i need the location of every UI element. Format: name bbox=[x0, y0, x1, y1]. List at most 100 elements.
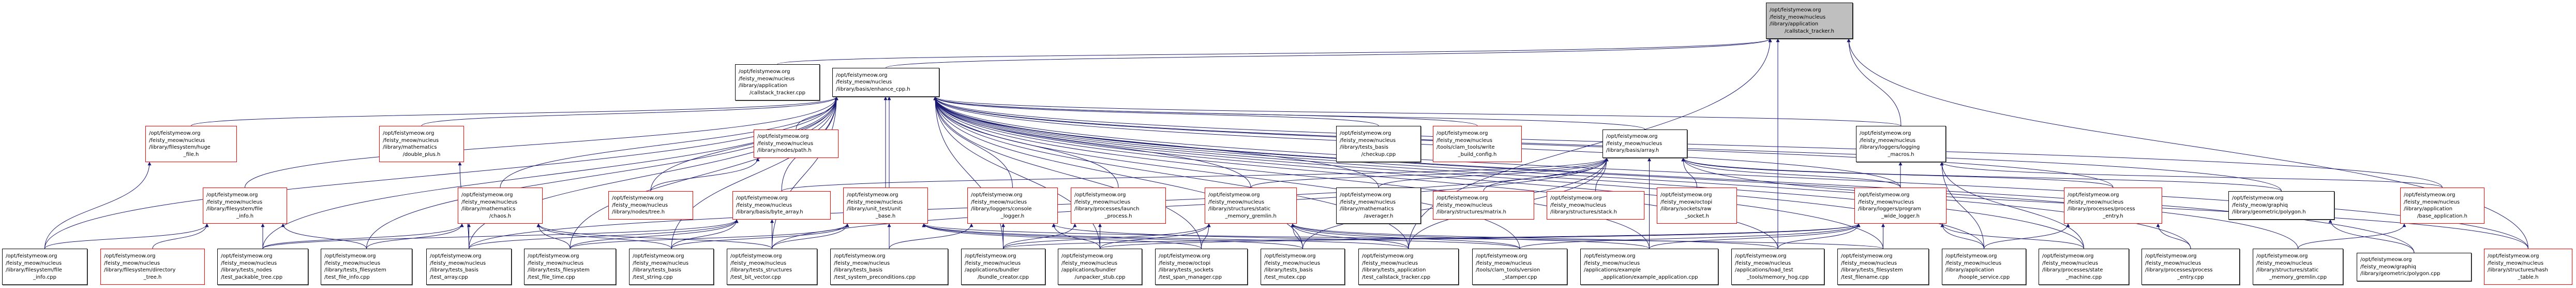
graph-node-stack[interactable]: /opt/feistymeow.org/feisty_meow/nucleus/… bbox=[1547, 191, 1644, 220]
node-label-line: /feisty_meow/nucleus bbox=[2404, 199, 2460, 205]
graph-node-checkup[interactable]: /opt/feistymeow.org/feisty_meow/nucleus/… bbox=[1336, 126, 1421, 162]
graph-node-test-array[interactable]: /opt/feistymeow.org/feisty_meow/nucleus/… bbox=[426, 249, 512, 285]
node-label-line: /feisty_meow/nucleus bbox=[739, 76, 795, 82]
graph-node-averager[interactable]: /opt/feistymeow.org/feisty_meow/nucleus/… bbox=[1336, 188, 1421, 224]
graph-node-logging-macros[interactable]: /opt/feistymeow.org/feisty_meow/nucleus/… bbox=[1856, 126, 1946, 162]
graph-node-directory-tree[interactable]: /opt/feistymeow.org/feisty_meow/nucleus/… bbox=[100, 249, 205, 285]
node-label-line: /library/nodes/path.h bbox=[757, 148, 812, 154]
edge-file-info-h-to-enhance bbox=[245, 96, 838, 188]
node-label-line: _entry.h bbox=[2103, 213, 2123, 219]
node-label-line: /library/nodes/tree.h bbox=[612, 209, 665, 215]
graph-node-test-file-info[interactable]: /opt/feistymeow.org/feisty_meow/nucleus/… bbox=[321, 249, 412, 285]
graph-node-unpacker-stub[interactable]: /opt/feistymeow.org/feisty_meow/nucleus/… bbox=[1058, 249, 1142, 285]
graph-node-example-app[interactable]: /opt/feistymeow.org/feisty_meow/nucleus/… bbox=[1580, 249, 1718, 285]
graph-node-test-cst[interactable]: /opt/feistymeow.org/feisty_meow/nucleus/… bbox=[1358, 249, 1459, 285]
edge-file-info-cpp-to-enhance bbox=[44, 96, 838, 249]
graph-node-test-packable-tree[interactable]: /opt/feistymeow.org/feisty_meow/nucleus/… bbox=[217, 249, 308, 285]
graph-node-process-entry-h[interactable]: /opt/feistymeow.org/feisty_meow/nucleus/… bbox=[2064, 188, 2162, 224]
graph-node-memory-hog[interactable]: /opt/feistymeow.org/feisty_meow/nucleus/… bbox=[1731, 249, 1824, 285]
graph-node-pwl[interactable]: /opt/feistymeow.org/feisty_meow/nucleus/… bbox=[1854, 188, 1946, 224]
graph-node-tree[interactable]: /opt/feistymeow.org/feisty_meow/nucleus/… bbox=[608, 191, 693, 220]
edge-test-filename-to-enhance bbox=[933, 96, 1883, 249]
graph-node-hoople-service[interactable]: /opt/feistymeow.org/feisty_meow/nucleus/… bbox=[1942, 249, 2026, 285]
edge-example-app-to-pwl bbox=[1649, 223, 1861, 249]
graph-node-test-bit-vector[interactable]: /opt/feistymeow.org/feisty_meow/nucleus/… bbox=[727, 249, 817, 285]
node-label-line: /test_system_preconditions.cpp bbox=[834, 274, 916, 280]
graph-node-test-span-manager[interactable]: /opt/feistymeow.org/feisty_meow/octopi/l… bbox=[1155, 249, 1248, 285]
edge-test-mutex-to-unit-base bbox=[922, 223, 1303, 249]
node-label-line: _application/example_application.cpp bbox=[1600, 274, 1698, 280]
graph-node-console-logger[interactable]: /opt/feistymeow.org/feisty_meow/nucleus/… bbox=[967, 188, 1058, 224]
graph-node-test-file-time[interactable]: /opt/feistymeow.org/feisty_meow/nucleus/… bbox=[524, 249, 616, 285]
graph-node-enhance[interactable]: /opt/feistymeow.org/feisty_meow/nucleus/… bbox=[832, 68, 939, 97]
graph-node-version-stamper[interactable]: /opt/feistymeow.org/feisty_meow/nucleus/… bbox=[1472, 249, 1567, 285]
graph-node-raw-socket[interactable]: /opt/feistymeow.org/feisty_meow/octopi/l… bbox=[1657, 188, 1737, 224]
node-label-line: /library/structures/hash bbox=[2488, 267, 2548, 273]
node-label-line: /library/tests_basis bbox=[834, 267, 882, 273]
graph-node-byte-array[interactable]: /opt/feistymeow.org/feisty_meow/nucleus/… bbox=[732, 191, 831, 220]
node-label-line: /opt/feistymeow.org bbox=[1340, 131, 1391, 136]
graph-node-polygon-h[interactable]: /opt/feistymeow.org/feisty_meow/graphiq/… bbox=[2228, 191, 2334, 220]
graph-node-test-mutex[interactable]: /opt/feistymeow.org/feisty_meow/nucleus/… bbox=[1261, 249, 1345, 285]
edge-smg-cpp-to-base-app bbox=[2298, 223, 2406, 249]
graph-node-polygon-cpp[interactable]: /opt/feistymeow.org/feisty_meow/graphiq/… bbox=[2357, 253, 2472, 281]
node-label-line: /opt/feistymeow.org bbox=[1264, 253, 1316, 259]
node-label-line: /opt/feistymeow.org bbox=[1061, 253, 1113, 259]
node-label-line: /feisty_meow/nucleus bbox=[221, 260, 277, 266]
graph-node-file-info-h[interactable]: /opt/feistymeow.org/feisty_meow/nucleus/… bbox=[203, 188, 287, 224]
edge-test-array-to-enhance bbox=[469, 96, 838, 249]
graph-node-write-build[interactable]: /opt/feistymeow.org/feisty_meow/nucleus/… bbox=[1433, 126, 1522, 162]
node-label-line: /feisty_meow/nucleus bbox=[1362, 260, 1418, 266]
node-label-line: /opt/feistymeow.org bbox=[730, 253, 782, 259]
node-label-line: /opt/feistymeow.org bbox=[1606, 134, 1658, 140]
graph-node-hash-table[interactable]: /opt/feistymeow.org/feisty_meow/nucleus/… bbox=[2484, 249, 2572, 285]
edge-test-packable-tree-to-byte-array bbox=[262, 219, 739, 249]
node-label-line: /feisty_meow/nucleus bbox=[1770, 14, 1826, 20]
edge-version-stamper-to-pwl bbox=[1519, 223, 1861, 249]
edge-process-entry-cpp-to-enhance bbox=[933, 96, 2191, 249]
graph-node-test-filename[interactable]: /opt/feistymeow.org/feisty_meow/nucleus/… bbox=[1837, 249, 1929, 285]
graph-node-smg-h[interactable]: /opt/feistymeow.org/feisty_meow/nucleus/… bbox=[1205, 188, 1297, 224]
graph-node-base-app[interactable]: /opt/feistymeow.org/feisty_meow/nucleus/… bbox=[2400, 188, 2484, 224]
graph-node-process-entry-cpp[interactable]: /opt/feistymeow.org/feisty_meow/nucleus/… bbox=[2141, 249, 2240, 285]
node-label-line: _entry.cpp bbox=[2177, 274, 2204, 280]
graph-node-test-string[interactable]: /opt/feistymeow.org/feisty_meow/nucleus/… bbox=[629, 249, 714, 285]
edge-test-string-to-chaos bbox=[536, 223, 672, 249]
node-label-line: /feisty_meow/nucleus bbox=[971, 199, 1027, 205]
node-label-line: /feisty_meow/nucleus bbox=[757, 140, 814, 147]
node-label-line: /library/tests_basis bbox=[1264, 267, 1313, 273]
node-label-line: /opt/feistymeow.org bbox=[2360, 257, 2412, 263]
node-label-line: /opt/feistymeow.org bbox=[2042, 253, 2094, 259]
graph-node-matrix[interactable]: /opt/feistymeow.org/feisty_meow/nucleus/… bbox=[1433, 191, 1534, 220]
graph-node-path[interactable]: /opt/feistymeow.org/feisty_meow/nucleus/… bbox=[754, 129, 838, 158]
edge-enhance-to-root bbox=[886, 38, 1772, 68]
node-label-line: _tree.h bbox=[143, 274, 162, 280]
node-label-line: /opt/feistymeow.org bbox=[383, 131, 435, 136]
graph-node-chaos[interactable]: /opt/feistymeow.org/feisty_meow/nucleus/… bbox=[458, 188, 543, 224]
graph-node-launch-process[interactable]: /opt/feistymeow.org/feisty_meow/nucleus/… bbox=[1071, 188, 1166, 224]
graph-node-test-sys-pre[interactable]: /opt/feistymeow.org/feisty_meow/nucleus/… bbox=[830, 249, 948, 285]
graph-node-array[interactable]: /opt/feistymeow.org/feisty_meow/nucleus/… bbox=[1602, 129, 1687, 158]
graph-node-root: /opt/feistymeow.org/feisty_meow/nucleus/… bbox=[1766, 3, 1853, 39]
edge-test-file-time-to-unit-base bbox=[570, 223, 849, 249]
graph-node-cst-cpp[interactable]: /opt/feistymeow.org/feisty_meow/nucleus/… bbox=[735, 64, 820, 100]
node-label-line: /feisty_meow/nucleus bbox=[1860, 137, 1916, 143]
graph-node-huge-file[interactable]: /opt/feistymeow.org/feisty_meow/nucleus/… bbox=[145, 126, 237, 162]
graph-node-file-info-cpp[interactable]: /opt/feistymeow.org/feisty_meow/nucleus/… bbox=[2, 249, 87, 285]
graph-node-unit-base[interactable]: /opt/feistymeow.org/feisty_meow/nucleus/… bbox=[843, 188, 928, 224]
node-label-line: /library/tests_filesystem bbox=[528, 267, 590, 273]
edge-hash-table-to-root bbox=[1847, 38, 2528, 249]
graph-node-state-machine[interactable]: /opt/feistymeow.org/feisty_meow/nucleus/… bbox=[2039, 249, 2129, 285]
graph-node-double-plus[interactable]: /opt/feistymeow.org/feisty_meow/nucleus/… bbox=[379, 126, 464, 162]
node-label-line: /library/application bbox=[2404, 206, 2453, 212]
edge-test-packable-tree-to-enhance bbox=[262, 96, 838, 249]
graph-node-smg-cpp[interactable]: /opt/feistymeow.org/feisty_meow/nucleus/… bbox=[2253, 249, 2343, 285]
node-label-line: _table.h bbox=[2518, 274, 2539, 280]
node-label-line: /feisty_meow/nucleus bbox=[612, 202, 668, 208]
node-label-line: /library/application bbox=[1770, 21, 1819, 27]
node-label-line: /feisty_meow/nucleus bbox=[2256, 260, 2313, 266]
edge-smg-cpp-to-enhance bbox=[933, 96, 2298, 249]
node-label-line: /feisty_meow/nucleus bbox=[1858, 199, 1914, 205]
node-label-line: _memory_gremlin.cpp bbox=[2269, 274, 2327, 280]
graph-node-bundle-creator[interactable]: /opt/feistymeow.org/feisty_meow/nucleus/… bbox=[961, 249, 1045, 285]
